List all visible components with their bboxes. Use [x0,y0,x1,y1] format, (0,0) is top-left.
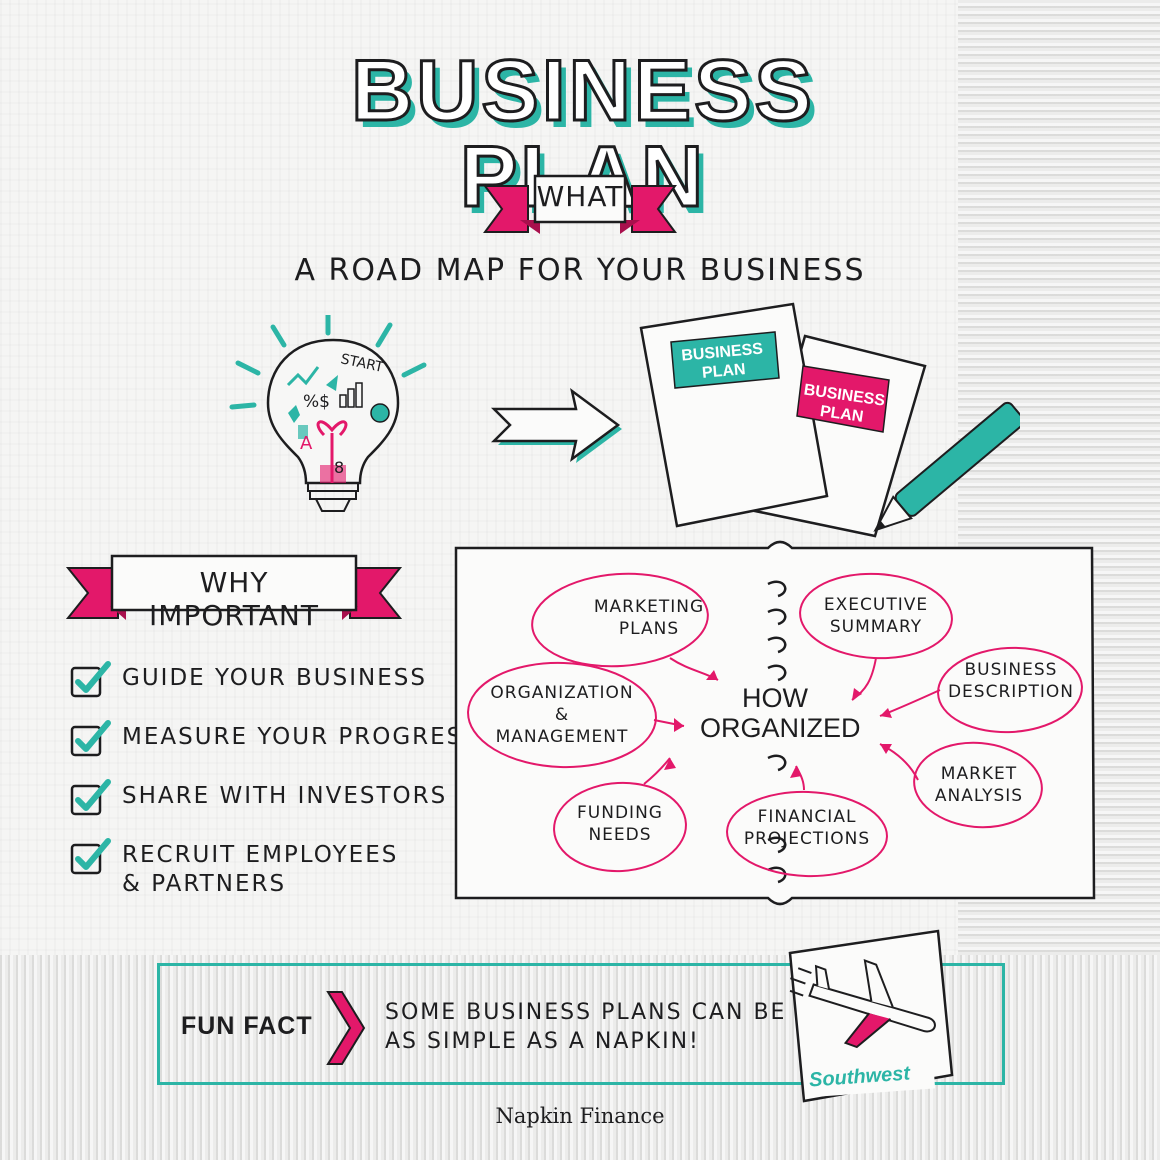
checkbox-check-icon [70,720,111,757]
why-tag: WHY IMPORTANT [149,566,319,632]
airplane-icon [789,959,936,1049]
bubble-business-description: BUSINESS DESCRIPTION [947,660,1075,702]
why-ribbon [65,554,403,620]
svg-text:A: A [300,433,313,454]
checkbox-check-icon [70,838,111,875]
check-item-label: SHARE WITH INVESTORS [122,783,448,809]
bubble-financial-projections: FINANCIAL PROJECTIONS [743,807,871,849]
check-item-label: RECRUIT EMPLOYEES & PARTNERS [122,842,399,897]
bubble-market-analysis: MARKET ANALYSIS [934,764,1024,806]
svg-text:8: 8 [334,458,344,477]
napkin-emboss-bottom [0,955,1160,1160]
notebook-mindmap [454,540,1096,906]
checkbox-check-icon [70,661,111,698]
footer-brand: Napkin Finance [495,1104,665,1128]
fun-fact-title: FUN FACT [181,1012,313,1040]
svg-text:%$: %$ [303,392,330,412]
lightbulb-icon: START %$ A 8 [229,315,427,512]
check-item-label: GUIDE YOUR BUSINESS [122,665,427,691]
how-organized-title: HOW ORGANIZED [700,683,861,743]
what-answer: A ROAD MAP FOR YOUR BUSINESS [294,253,866,288]
bubble-organization-management: ORGANIZATION & MANAGEMENT [490,683,634,747]
business-plan-documents [639,302,927,538]
check-item-label: MEASURE YOUR PROGRESS [122,724,480,750]
bubble-funding-needs: FUNDING NEEDS [577,803,663,845]
southwest-napkin-card [788,929,954,1103]
pencil-icon [873,401,1020,532]
fun-fact-text: SOME BUSINESS PLANS CAN BE AS SIMPLE AS … [385,1000,787,1054]
fun-fact-box [157,963,1005,1085]
bubble-executive-summary: EXECUTIVE SUMMARY [823,595,929,637]
chevron-right-icon [326,991,366,1065]
what-ribbon [483,174,677,234]
bubble-marketing-plans: MARKETING PLANS [593,597,705,639]
right-arrow-icon [490,388,622,463]
what-tag: WHAT [536,180,624,213]
checkbox-check-icon [70,779,111,816]
